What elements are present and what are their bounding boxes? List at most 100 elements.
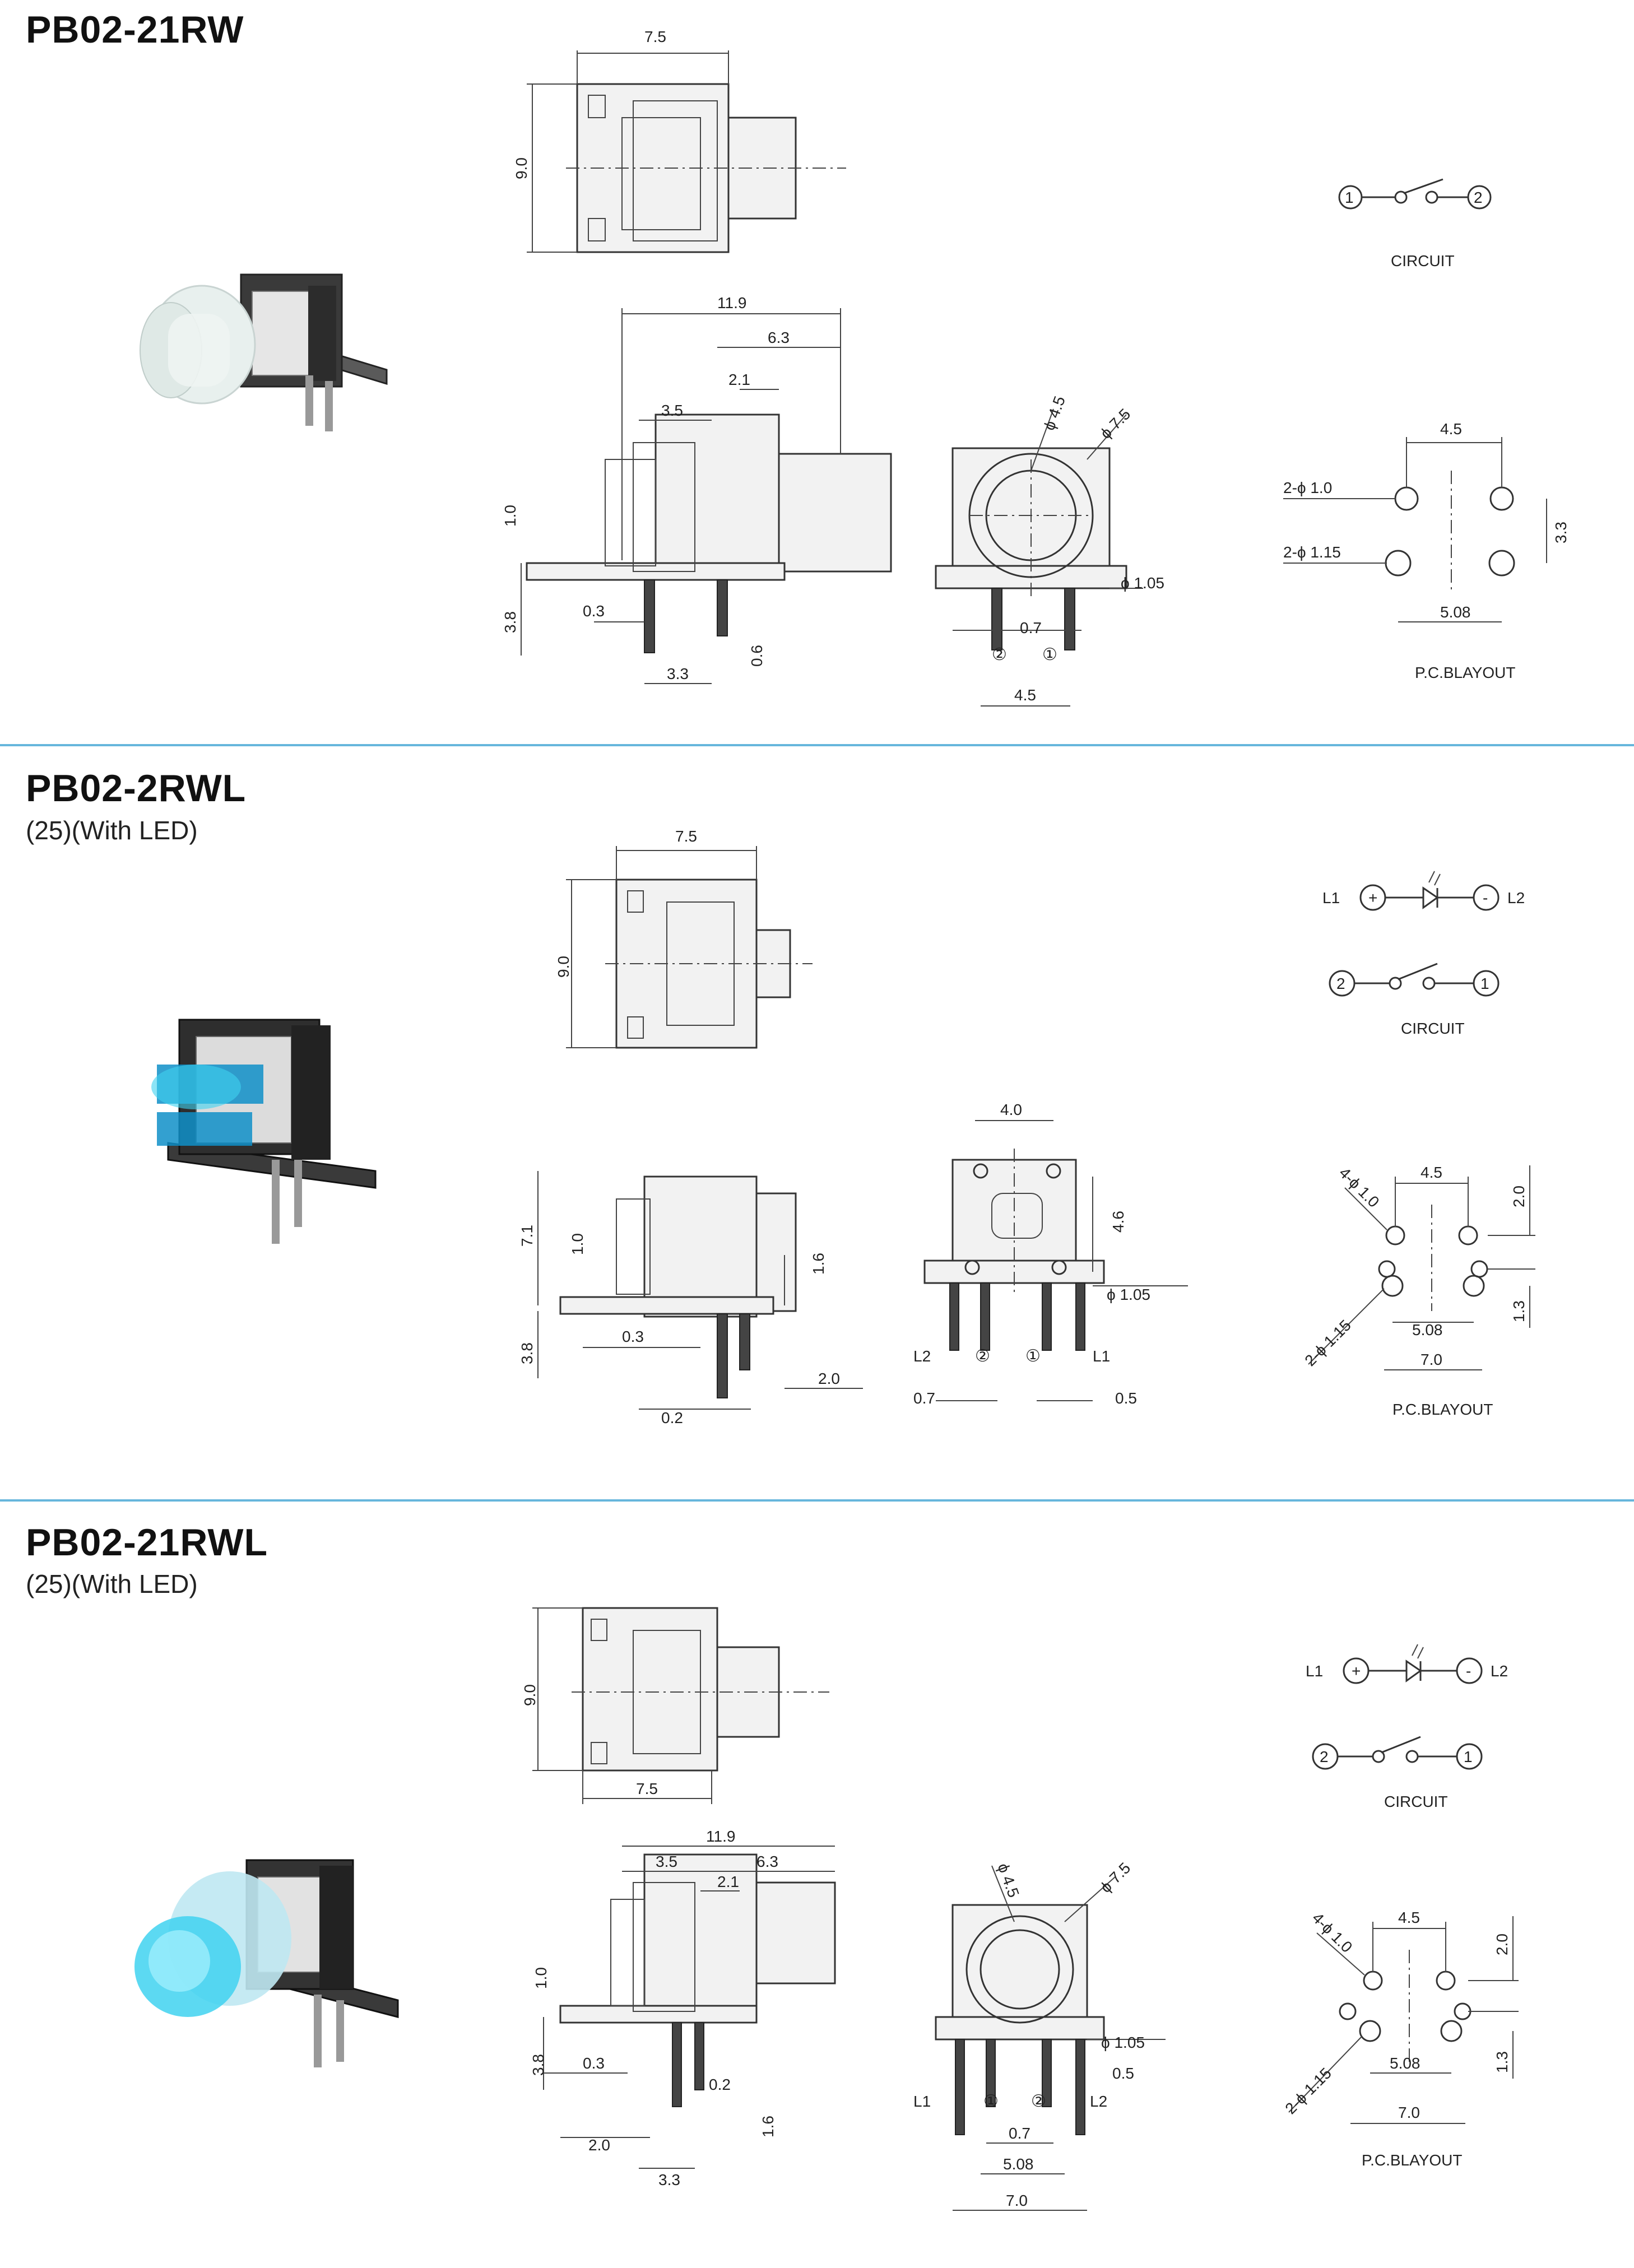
front-view-drawing: ϕ 4.5 ϕ 7.5 ϕ 1.05 0.7 ② ① 4.5 (935, 394, 1164, 707)
dim-label: 0.7 (1020, 619, 1042, 636)
hole-label: 2-ϕ 1.15 (1301, 1317, 1354, 1370)
dim-label: 3.8 (502, 611, 519, 633)
dim-label: 7.5 (644, 28, 666, 45)
pin-label: L1 (1322, 889, 1340, 907)
dim-label: 1.0 (569, 1233, 586, 1255)
dim-label: 1.3 (1510, 1300, 1528, 1322)
dim-label: 0.5 (1112, 2065, 1134, 2082)
dim-label: ϕ 7.5 (1097, 1859, 1134, 1896)
side-view-drawing: 11.9 3.5 6.3 2.1 1.0 3.8 0.3 0.2 2.0 1.6… (530, 1828, 836, 2188)
circuit-label: CIRCUIT (1384, 1793, 1448, 1810)
dim-label: 5.08 (1390, 2055, 1421, 2072)
dim-label: ϕ 1.05 (1121, 574, 1164, 592)
dim-label: 3.5 (661, 402, 683, 419)
pin-label: ① (1042, 645, 1057, 664)
dim-label: 7.5 (675, 828, 697, 845)
dim-label: 3.8 (530, 2054, 547, 2076)
dim-label: 3.3 (1552, 522, 1570, 543)
pin-number: 1 (1464, 1748, 1473, 1765)
dim-label: ϕ 7.5 (1097, 405, 1134, 442)
dim-label: 3.5 (656, 1853, 677, 1870)
dim-label: 7.0 (1006, 2192, 1028, 2209)
dim-label: 5.08 (1003, 2155, 1034, 2173)
product-photo (134, 1859, 399, 2067)
pin-number: 1 (1480, 975, 1489, 992)
dim-label: 3.8 (518, 1342, 536, 1364)
dim-label: ϕ 1.05 (1101, 2034, 1145, 2051)
product-title: PB02-21RW (26, 8, 244, 51)
pin-label: L2 (1507, 889, 1525, 907)
dim-label: 0.3 (583, 2055, 605, 2072)
pin-label: L2 (1090, 2093, 1107, 2110)
dim-label: 1.0 (502, 505, 519, 527)
dim-label: 0.7 (1009, 2125, 1030, 2142)
dim-label: 9.0 (513, 157, 530, 179)
dim-label: 1.6 (759, 2116, 777, 2137)
pin-label: L1 (1093, 1347, 1110, 1365)
pin-label: L1 (913, 2093, 931, 2110)
hole-label: 2-ϕ 1.15 (1283, 543, 1341, 561)
layout-label: P.C.BLAYOUT (1362, 2151, 1462, 2169)
dim-label: 0.3 (583, 602, 605, 620)
dim-label: 4.5 (1440, 420, 1462, 438)
side-view-drawing: 11.9 6.3 2.1 3.5 1.0 3.8 0.3 0.6 3.3 (502, 294, 892, 684)
front-view-drawing: ϕ 4.5 ϕ 7.5 ϕ 1.05 0.5 L1 ① ② L2 0.7 5.0… (913, 1859, 1166, 2211)
section-divider (0, 1499, 1634, 1502)
dim-label: 2.0 (1493, 1934, 1511, 1955)
dim-label: 7.0 (1398, 2104, 1420, 2121)
dim-label: 4.5 (1398, 1909, 1420, 1926)
pcb-layout-drawing: 4.5 3.3 5.08 2-ϕ 1.0 2-ϕ 1.15 P.C.BLAYOU… (1283, 420, 1570, 681)
product-title: PB02-2RWL (26, 767, 247, 810)
dim-label: 4.5 (1014, 686, 1036, 704)
side-view-drawing: 7.1 1.0 1.6 3.8 0.3 2.0 0.2 (518, 1171, 863, 1426)
dim-label: 7.5 (636, 1780, 658, 1797)
dim-label: 11.9 (717, 294, 746, 312)
dim-label: 1.0 (532, 1967, 550, 1989)
dim-label: ϕ 4.5 (994, 1861, 1022, 1899)
dim-label: 11.9 (706, 1828, 735, 1845)
dim-label: 2.1 (728, 371, 750, 388)
dim-label: 0.6 (748, 645, 765, 667)
circuit-diagram: L1 + - L2 2 1 CIRCUIT (1306, 1644, 1508, 1810)
layout-label: P.C.BLAYOUT (1392, 1401, 1493, 1418)
dim-label: 6.3 (756, 1853, 778, 1870)
hole-label: 4-ϕ 1.0 (1309, 1909, 1356, 1956)
dim-label: 0.7 (913, 1389, 935, 1407)
dim-label: 0.5 (1115, 1389, 1137, 1407)
circuit-diagram: L1 + - L2 2 1 CIRCUIT (1322, 871, 1525, 1037)
dim-label: 9.0 (521, 1684, 539, 1706)
dim-label: 5.08 (1412, 1321, 1443, 1339)
pin-label: ① (1025, 1347, 1041, 1365)
pin-label: ① (983, 2092, 999, 2111)
front-view-drawing: 4.0 4.6 ϕ 1.05 L2 ② ① L1 0.7 0.5 (913, 1101, 1188, 1407)
dim-label: 2.0 (818, 1370, 840, 1387)
polarity-label: - (1466, 1662, 1471, 1680)
product-subtitle: (25)(With LED) (26, 816, 198, 845)
pcb-layout-drawing: 4.5 2.0 1.3 4-ϕ 1.0 2-ϕ 1.15 5.08 7.0 P.… (1282, 1909, 1519, 2169)
dim-label: 3.3 (658, 2171, 680, 2188)
pcb-layout-drawing: 4.5 2.0 1.3 4-ϕ 1.0 2-ϕ 1.15 5.08 7.0 P.… (1301, 1164, 1535, 1418)
dim-label: 1.6 (810, 1253, 827, 1275)
layout-label: P.C.BLAYOUT (1415, 664, 1515, 681)
dim-label: 4.0 (1000, 1101, 1022, 1118)
dim-label: 2.1 (717, 1873, 739, 1890)
hole-label: 2-ϕ 1.15 (1282, 2065, 1335, 2118)
dim-label: 7.1 (518, 1225, 536, 1247)
dim-label: 4.5 (1421, 1164, 1442, 1181)
dim-label: 1.3 (1493, 2051, 1511, 2073)
pin-number: 1 (1345, 189, 1354, 206)
pin-label: ② (992, 645, 1007, 664)
dim-label: 4.6 (1110, 1211, 1127, 1233)
dim-label: 5.08 (1440, 603, 1471, 621)
pin-number: 2 (1474, 189, 1483, 206)
product-photo (140, 273, 388, 431)
product-title: PB02-21RWL (26, 1521, 268, 1564)
dim-label: 0.2 (709, 2076, 731, 2093)
pin-number: 2 (1320, 1748, 1329, 1765)
polarity-label: + (1368, 889, 1377, 907)
product-photo (151, 1019, 377, 1244)
dim-label: 7.0 (1421, 1351, 1442, 1368)
dim-label: 0.3 (622, 1328, 644, 1345)
dim-label: 2.0 (588, 2136, 610, 2154)
pin-label: ② (975, 1347, 990, 1365)
